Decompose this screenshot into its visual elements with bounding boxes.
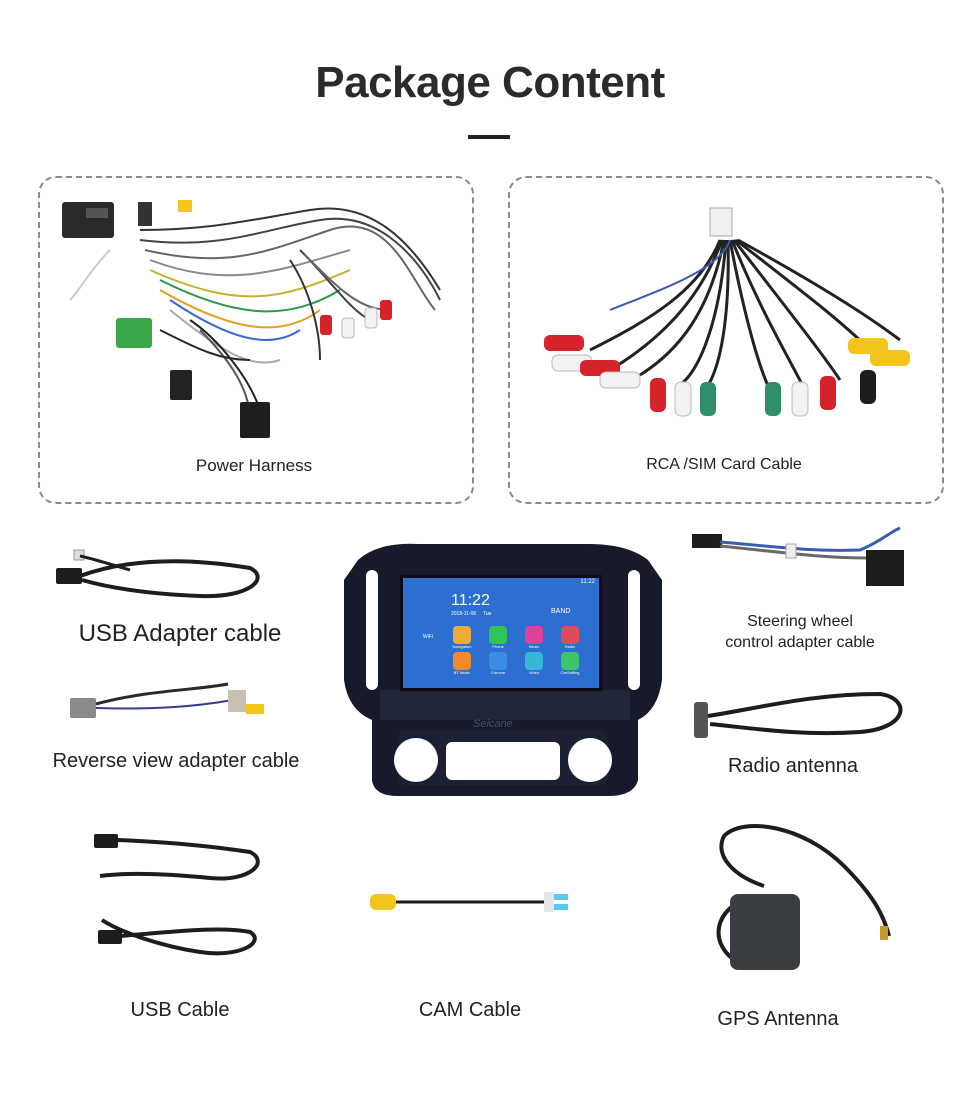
- screen-app-grid: Navigation Phone Music Radio BT Music Chrome V…: [447, 626, 587, 686]
- app-tile[interactable]: Music: [519, 626, 549, 654]
- usb-cable-image: [94, 834, 260, 956]
- app-label: CarSetting: [560, 670, 580, 675]
- rca-sim-cable-label: RCA /SIM Card Cable: [646, 456, 802, 473]
- app-tile[interactable]: Radio: [555, 626, 585, 654]
- app-label: Navigation: [452, 644, 472, 649]
- app-tile[interactable]: Navigation: [447, 626, 477, 654]
- steering-wheel-adapter-image: [692, 526, 904, 586]
- app-icon: [489, 626, 507, 644]
- app-icon: [525, 626, 543, 644]
- app-label: Phone: [492, 644, 504, 649]
- app-tile[interactable]: BT Music: [447, 652, 477, 680]
- page-title: Package Content: [315, 58, 665, 107]
- reverse-view-adapter-image: [70, 682, 264, 718]
- app-tile[interactable]: Phone: [483, 626, 513, 654]
- app-tile[interactable]: CarSetting: [555, 652, 585, 680]
- app-icon: [453, 626, 471, 644]
- cam-cable-label: CAM Cable: [418, 999, 522, 1021]
- app-label: Chrome: [490, 670, 506, 675]
- app-icon: [561, 652, 579, 670]
- cam-cable-image: [370, 892, 568, 912]
- screen-weekday: Tue: [483, 611, 492, 617]
- radio-antenna-image: [694, 691, 903, 738]
- screen-clock: 11:22: [451, 592, 490, 609]
- power-harness-panel: [38, 176, 474, 504]
- reverse-view-adapter-label: Reverse view adapter cable: [52, 750, 300, 772]
- app-icon: [453, 652, 471, 670]
- screen-date: 2018-11-06: [451, 611, 477, 617]
- power-harness-label: Power Harness: [195, 456, 313, 475]
- app-icon: [561, 626, 579, 644]
- gps-antenna-label: GPS Antenna: [717, 1008, 839, 1030]
- rca-sim-panel: [508, 176, 944, 504]
- rca-sim-cable-image: [544, 207, 910, 417]
- app-label: Video: [528, 670, 540, 675]
- screen-band[interactable]: BAND: [551, 608, 571, 615]
- brand-logo: Seicane: [473, 718, 513, 730]
- power-harness-image: [62, 200, 441, 438]
- screen-status-time: 11:22: [580, 579, 595, 585]
- screen-wifi: WiFi: [423, 634, 433, 640]
- app-label: Music: [528, 644, 540, 649]
- gps-antenna-image: [716, 824, 891, 970]
- steering-wheel-label-line2: control adapter cable: [725, 634, 875, 651]
- app-tile[interactable]: Chrome: [483, 652, 513, 680]
- app-icon: [489, 652, 507, 670]
- radio-antenna-label: Radio antenna: [727, 755, 859, 777]
- steering-wheel-label-line1: Steering wheel: [747, 613, 853, 630]
- usb-adapter-cable-label: USB Adapter cable: [78, 620, 282, 647]
- title-underline: [468, 135, 510, 139]
- usb-cable-label: USB Cable: [130, 999, 230, 1021]
- usb-adapter-cable-image: [56, 549, 260, 599]
- app-label: BT Music: [453, 670, 471, 675]
- app-label: Radio: [564, 644, 576, 649]
- app-icon: [525, 652, 543, 670]
- head-unit-screen[interactable]: 11:22 11:22 2018-11-06 Tue BAND WiFi Nav…: [400, 575, 602, 730]
- app-tile[interactable]: Video: [519, 652, 549, 680]
